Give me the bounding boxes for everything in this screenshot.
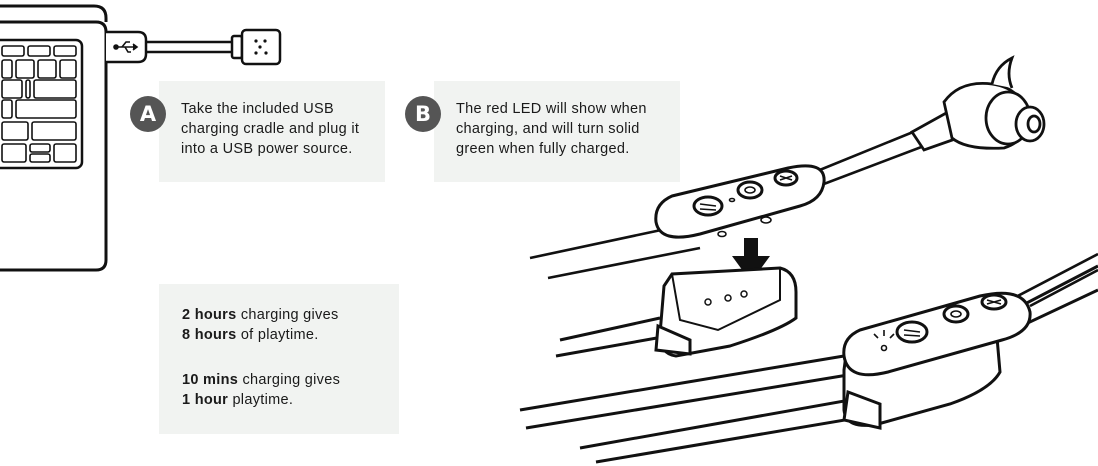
charge-info-text: 2 hours charging gives 8 hours of playti… xyxy=(182,305,392,410)
step-a-text: Take the included USB charging cradle an… xyxy=(181,101,360,157)
step-b-badge: B xyxy=(405,96,441,132)
step-a-panel xyxy=(159,81,385,182)
charge-line-4: 1 hour playtime. xyxy=(182,392,294,408)
laptop-illustration xyxy=(0,4,108,272)
cradle-with-remote xyxy=(519,252,1098,464)
usb-icon xyxy=(113,41,139,53)
cradle-empty xyxy=(555,266,798,358)
charge-line-1: 2 hours charging gives xyxy=(182,307,339,323)
step-b-panel xyxy=(434,81,680,182)
led-light-icon xyxy=(873,330,895,352)
charge-line-2: 8 hours of playtime. xyxy=(182,327,319,343)
charge-info-panel xyxy=(159,284,399,434)
step-a-badge: A xyxy=(130,96,166,132)
remote-upper xyxy=(654,164,826,239)
charge-line-3: 10 mins charging gives xyxy=(182,372,341,388)
down-arrow-icon xyxy=(732,238,770,282)
step-b-text: The red LED will show when charging, and… xyxy=(456,101,647,157)
earbud-illustration xyxy=(909,55,1046,152)
